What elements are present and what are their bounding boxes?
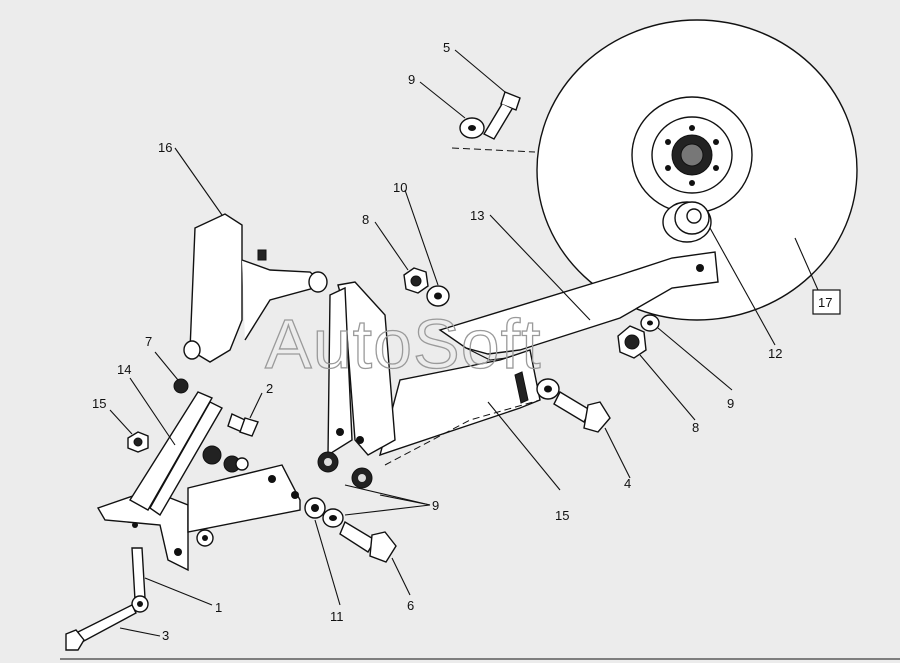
axis-line-mid <box>384 399 541 466</box>
washer-9-low <box>322 508 344 528</box>
bolt-2 <box>227 413 259 437</box>
callout-2: 2 <box>266 381 273 396</box>
callout-9: 9 <box>727 396 734 411</box>
callout-6: 6 <box>407 598 414 613</box>
eye-bolt-1 <box>131 547 149 613</box>
callout-4: 4 <box>624 476 631 491</box>
bolt-4 <box>553 391 611 433</box>
bolt-5 <box>483 91 521 140</box>
washer-4 <box>536 378 560 400</box>
callout-11: 11 <box>330 609 344 624</box>
callout-1: 1 <box>215 600 222 615</box>
callout-box-17: 17 <box>812 289 841 315</box>
callout-5: 5 <box>443 40 450 55</box>
callout-9: 9 <box>408 72 415 87</box>
link-plates <box>327 281 396 457</box>
callout-7: 7 <box>145 334 152 349</box>
callout-16: 16 <box>158 140 172 155</box>
leader-lines <box>109 49 819 637</box>
nut-7 <box>173 378 189 394</box>
washer-9-right <box>640 314 660 332</box>
callout-3: 3 <box>162 628 169 643</box>
washer-10 <box>426 285 450 307</box>
callout-12: 12 <box>768 346 782 361</box>
nut-8-right <box>617 325 647 359</box>
callout-9: 9 <box>432 498 439 513</box>
bolt-3 <box>65 604 137 651</box>
callout-8: 8 <box>362 212 369 227</box>
callout-10: 10 <box>393 180 407 195</box>
hub-cap-12 <box>662 201 712 243</box>
bushing-11 <box>304 497 326 519</box>
frame-hardware <box>196 445 249 547</box>
nut-8-upper <box>403 267 429 294</box>
callout-15: 15 <box>555 508 569 523</box>
callout-14: 14 <box>117 362 131 377</box>
housing-16 <box>183 213 328 363</box>
watermark: AutoSoft <box>265 305 542 383</box>
bracket-15 <box>378 349 541 457</box>
callout-13: 13 <box>470 208 484 223</box>
nut-15 <box>127 431 149 453</box>
callout-15: 15 <box>92 396 106 411</box>
washer-9-top <box>459 117 485 139</box>
bolt-6 <box>339 520 397 563</box>
frame-14 <box>96 391 301 572</box>
svg-text:17: 17 <box>818 295 832 310</box>
disc-17 <box>536 19 858 321</box>
bushings <box>317 451 373 489</box>
axis-line-top <box>451 147 536 153</box>
callout-8: 8 <box>692 420 699 435</box>
